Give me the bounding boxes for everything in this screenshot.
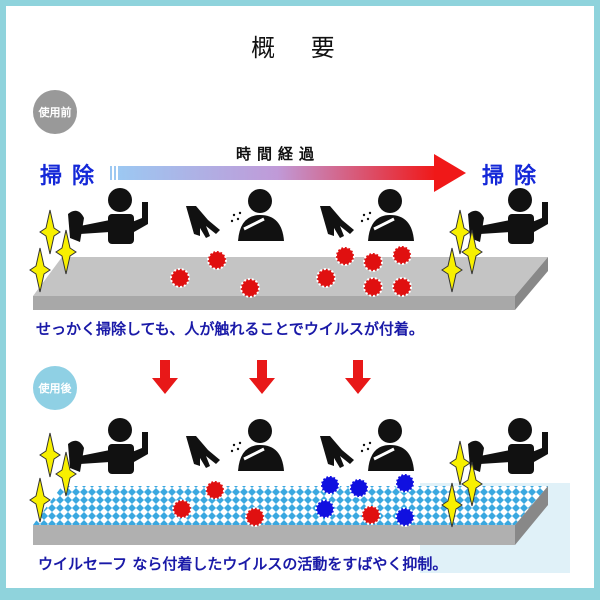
down-arrows (152, 360, 371, 394)
time-elapsed-label: 時間経過 (236, 145, 321, 163)
caption-before: せっかく掃除しても、人が触れることでウイルスが付着。 (36, 320, 424, 338)
badge-after: 使用後 (33, 366, 77, 410)
caption-after: ウイルセーフ なら付着したウイルスの活動をすばやく抑制。 (38, 555, 448, 573)
surface-after (33, 483, 570, 573)
cleaning-label-left: 掃除 (40, 164, 105, 189)
cleaning-label-right: 掃除 (482, 164, 547, 189)
figures-after (68, 417, 548, 474)
figures-before (68, 187, 548, 244)
surface-before (33, 257, 548, 310)
badge-before: 使用前 (33, 90, 77, 134)
time-arrow (110, 154, 466, 192)
page-title: 概 要 (251, 34, 349, 62)
